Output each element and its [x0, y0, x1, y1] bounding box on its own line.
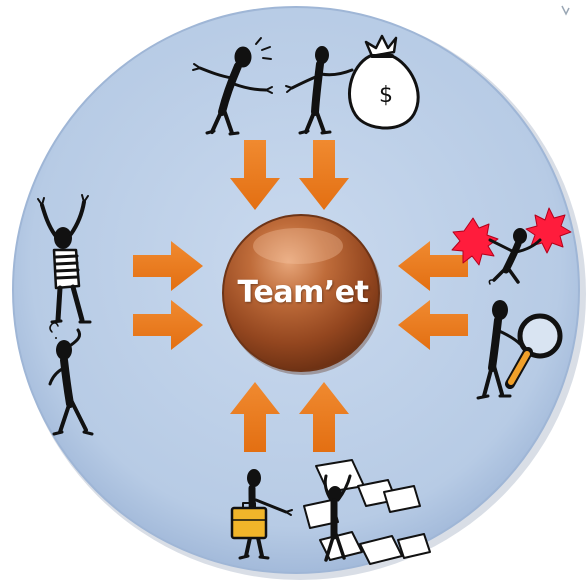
person-with-briefcase-icon — [230, 469, 293, 560]
exploding-conflict-icon — [451, 207, 572, 285]
arrow-right-bottom — [133, 300, 203, 350]
cheering-person-icon — [37, 194, 92, 324]
person-with-magnifier-icon — [476, 300, 563, 400]
arrow-left-top — [398, 241, 468, 291]
money-symbol: $ — [379, 83, 393, 108]
arrow-down-right — [299, 140, 349, 210]
person-with-papers-icon — [303, 459, 431, 565]
confused-person-icon — [48, 322, 94, 436]
center-ball-highlight — [253, 228, 343, 264]
center-label: Team’et — [237, 275, 369, 310]
arrow-left-bottom — [398, 300, 468, 350]
arrow-right-top — [133, 241, 203, 291]
center-ball — [222, 214, 380, 372]
arrow-up-right — [299, 382, 349, 452]
arrow-down-left — [230, 140, 280, 210]
arrow-group — [133, 140, 468, 452]
corner-mark — [561, 5, 570, 16]
arguing-person-icon — [192, 37, 273, 136]
arrow-up-left — [230, 382, 280, 452]
person-with-money-bag-icon: $ — [285, 34, 420, 135]
